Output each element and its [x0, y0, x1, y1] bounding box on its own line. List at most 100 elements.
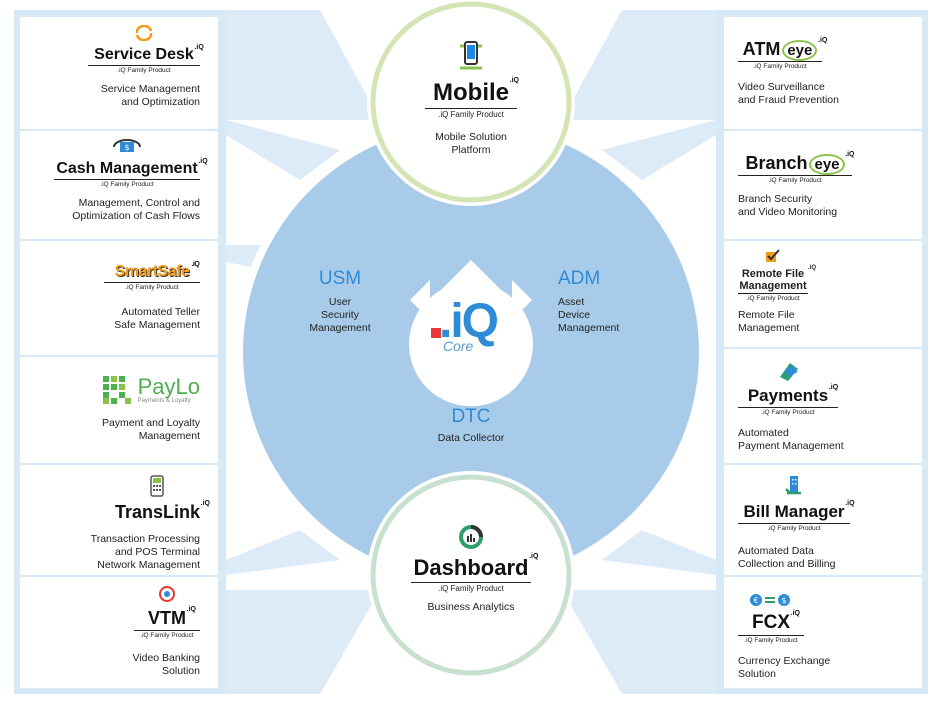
mobile-desc-line: Mobile Solution [435, 131, 507, 143]
product-card-paylo[interactable]: PayLo Payments & Loyalty Payment and Loy… [20, 357, 218, 463]
product-desc-line: Payment Management [738, 440, 844, 452]
dashboard-circle [370, 474, 572, 676]
product-desc-line: Management [138, 430, 200, 442]
mobile-product[interactable]: Mobile.iQ .iQ Family Product Mobile Solu… [391, 40, 551, 157]
module-adm-line: Asset [558, 296, 585, 308]
product-desc-line: Solution [162, 665, 200, 677]
product-sup: .iQ [198, 158, 208, 165]
card-icon [780, 363, 798, 381]
svg-text:$: $ [124, 143, 129, 152]
product-sup: .iQ [200, 500, 210, 507]
product-family: .iQ Family Product [100, 181, 154, 188]
product-desc-line: Service Management [100, 83, 200, 95]
product-family: .iQ Family Product [744, 637, 798, 644]
product-name-suffix: eye [782, 40, 818, 61]
product-sup: .iQ [818, 37, 828, 44]
product-desc-line: Currency Exchange [738, 655, 831, 667]
core-badge [408, 260, 533, 407]
smartphone-icon [460, 41, 482, 70]
module-dtc: DTC Data Collector [411, 406, 531, 445]
product-desc-line: and Optimization [121, 96, 200, 108]
product-desc-line: Safe Management [114, 319, 200, 331]
module-usm-abbr: USM [318, 268, 362, 289]
module-adm-line: Device [558, 309, 591, 321]
product-name: TransLink [114, 502, 200, 522]
product-desc-line: Payment and Loyalty [101, 417, 200, 429]
product-desc-line: Branch Security [738, 193, 813, 205]
product-desc-line: Video Surveillance [738, 81, 825, 93]
product-card-fcx[interactable]: €$ FCX.iQ .iQ Family Product Currency Ex… [724, 577, 922, 688]
product-card-cash-management[interactable]: $ Cash Management.iQ .iQ Family Product … [20, 131, 218, 239]
product-desc-line: Solution [738, 668, 776, 680]
product-family: Payments & Loyalty [137, 398, 191, 404]
product-card-bill-manager[interactable]: Bill Manager.iQ .iQ Family Product Autom… [724, 465, 922, 575]
product-name: FCX [752, 612, 790, 633]
product-name: ATM [742, 39, 781, 59]
product-desc-line: Video Banking [132, 652, 200, 664]
svg-text:$: $ [781, 596, 786, 605]
product-card-vtm[interactable]: VTM.iQ .iQ Family Product Video Banking … [20, 577, 218, 688]
checkbox-icon [766, 249, 780, 262]
core-logo: .iQ Core [425, 295, 517, 360]
product-desc-line: Optimization of Cash Flows [72, 210, 200, 222]
product-desc-line: Management [738, 322, 800, 334]
product-name: PayLo [137, 374, 200, 399]
product-desc-line: Automated Teller [121, 306, 200, 318]
product-sup: .iQ [186, 606, 196, 613]
module-usm-line: Management [309, 322, 371, 334]
product-desc-line: Management, Control and [78, 197, 200, 209]
mobile-name: Mobile [433, 79, 509, 106]
module-usm: USM User Security Management [290, 268, 390, 335]
product-desc-line: Remote File [738, 309, 795, 321]
product-desc-line: Network Management [97, 559, 200, 571]
refresh-arrows-icon [135, 24, 153, 42]
product-name: Branch [745, 153, 808, 173]
product-desc-line: and POS Terminal [114, 546, 200, 558]
product-desc-line: Collection and Billing [738, 558, 836, 570]
svg-text:€: € [753, 596, 758, 605]
product-desc-line: Transaction Processing [90, 533, 200, 545]
product-family: .iQ Family Product [746, 295, 800, 302]
dashboard-family: .iQ Family Product [438, 584, 504, 593]
banknote-cycle-icon: $ [113, 139, 141, 152]
video-globe-icon [159, 586, 175, 602]
mobile-family: .iQ Family Product [438, 110, 504, 119]
product-sup: .iQ [845, 500, 855, 507]
product-card-smartsafe[interactable]: SmartSafe.iQ .iQ Family Product Automate… [20, 241, 218, 355]
dashboard-product[interactable]: Dashboard.iQ .iQ Family Product Business… [391, 524, 551, 614]
module-dtc-line: Data Collector [437, 432, 505, 444]
product-name-suffix: eye [809, 154, 845, 175]
dot-grid-icon [102, 376, 131, 404]
product-family: .iQ Family Product [125, 284, 179, 291]
product-desc-line: and Fraud Prevention [738, 94, 839, 106]
module-usm-line: User [328, 296, 352, 308]
product-sup: .iQ [828, 384, 839, 391]
dashboard-sup: .iQ [529, 553, 539, 560]
module-adm: ADM Asset Device Management [558, 268, 648, 335]
product-card-service-desk[interactable]: Service Desk.iQ .iQ Family Product Servi… [20, 17, 218, 129]
product-card-remote-file-management[interactable]: Remote File Management .iQ .iQ Family Pr… [724, 241, 922, 347]
product-desc-line: Automated Data [738, 545, 814, 557]
product-desc-line: and Video Monitoring [738, 206, 838, 218]
product-name: VTM [148, 608, 186, 628]
product-sup: .iQ [845, 151, 855, 158]
core-brand: .iQ [439, 295, 499, 348]
product-name: Remote File [741, 268, 805, 280]
product-name: SmartSafe [114, 263, 190, 280]
pos-terminal-icon [150, 475, 165, 497]
product-card-translink[interactable]: TransLink.iQ Transaction Processing and … [20, 465, 218, 575]
building-icon [785, 476, 801, 495]
product-family: .iQ Family Product [140, 632, 194, 639]
product-name: Cash Management [56, 160, 198, 177]
product-name: Bill Manager [743, 502, 845, 521]
product-family: .iQ Family Product [753, 63, 807, 70]
product-card-payments[interactable]: Payments.iQ .iQ Family Product Automated… [724, 349, 922, 463]
product-family: .iQ Family Product [767, 525, 821, 532]
product-name: Service Desk [94, 46, 194, 63]
mobile-circle [370, 1, 572, 203]
module-adm-line: Management [558, 322, 620, 334]
module-usm-line: Security [321, 309, 359, 321]
module-adm-abbr: ADM [558, 268, 601, 289]
